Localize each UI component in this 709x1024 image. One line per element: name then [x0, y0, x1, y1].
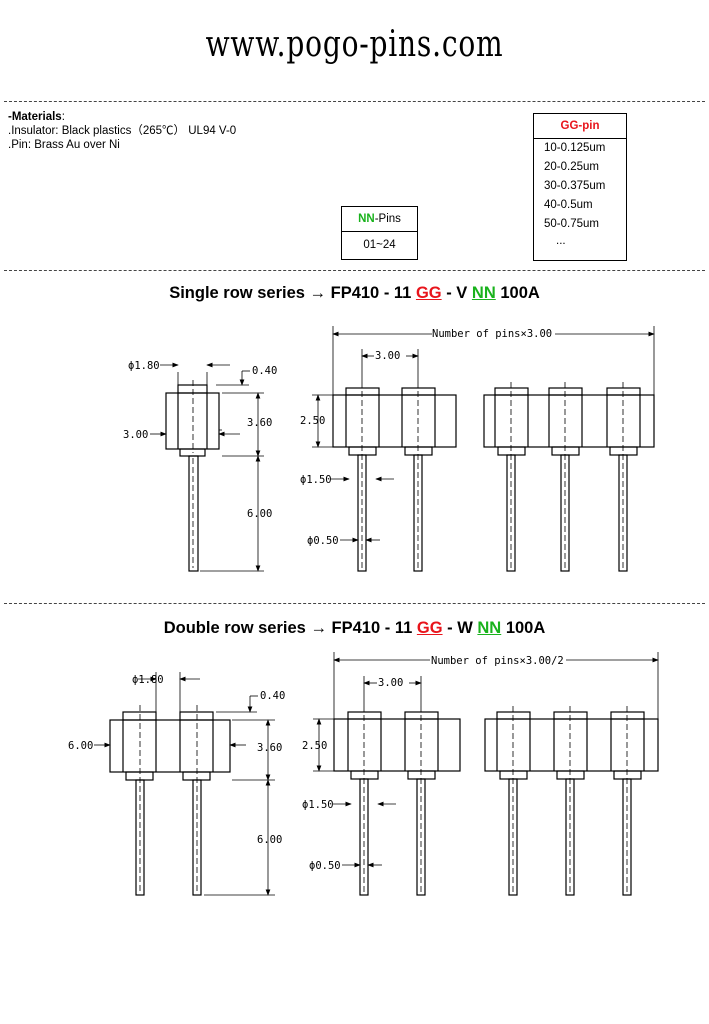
gg-row: 30-0.375um	[544, 180, 606, 192]
pin-3	[494, 387, 529, 572]
pin-1	[345, 387, 380, 572]
double-side-dimensions	[94, 672, 275, 896]
dim-0-40: 0.40	[260, 690, 285, 702]
gg-row: 50-0.75um	[544, 218, 599, 230]
nn-code: NN	[471, 284, 496, 302]
double-front-dimensions	[313, 652, 659, 868]
dim-height-2-50: 2.50	[300, 415, 325, 427]
materials-insulator: .Insulator: Black plastics（265℃） UL94 V-…	[8, 125, 237, 137]
divider-lower	[4, 603, 705, 604]
gg-row: 20-0.25um	[544, 161, 599, 173]
materials-block: -Materials: .Insulator: Black plastics（2…	[8, 110, 236, 152]
double-row-label: Double row series	[163, 619, 306, 637]
dim-0-40: 0.40	[252, 365, 277, 377]
double-row-side-view	[109, 705, 231, 896]
pin-3	[496, 711, 531, 896]
single-side-dimensions	[150, 362, 264, 572]
double-row-front-view	[333, 706, 659, 896]
part-number-style: - V	[446, 284, 468, 302]
website-title: www.pogo-pins.com	[205, 24, 504, 65]
gg-row: ...	[556, 235, 566, 247]
nn-table-title: NN-Pins	[342, 207, 417, 232]
materials-pin: .Pin: Brass Au over Ni	[8, 139, 120, 151]
pin-5	[606, 387, 641, 572]
single-row-front-view	[332, 382, 655, 572]
dim-3-60: 3.60	[257, 742, 282, 754]
part-number-suffix: 100A	[500, 284, 540, 302]
nn-table-value: 01~24	[363, 239, 396, 251]
pin-2	[401, 387, 436, 572]
dim-3-60: 3.60	[247, 417, 272, 429]
gg-row: 40-0.5um	[544, 199, 593, 211]
gg-plating-table: GG-pin 10-0.125um 20-0.25um 30-0.375um 4…	[533, 113, 627, 261]
divider-middle	[4, 270, 705, 271]
single-row-side-view	[165, 380, 220, 572]
dim-6-00: 6.00	[247, 508, 272, 520]
part-number-style: - W	[447, 619, 473, 637]
pin-5	[610, 711, 645, 896]
single-row-label: Single row series	[169, 284, 305, 302]
single-row-heading: Single row series → FP410 - 11 GG - V NN…	[0, 284, 709, 303]
nn-code: NN	[358, 213, 375, 225]
dim-pitch-3-00: 3.00	[378, 677, 403, 689]
dim-diameter-1-50: ϕ1.50	[300, 474, 332, 486]
dim-diameter-1-80: ϕ1.80	[132, 674, 164, 686]
materials-heading-colon: :	[61, 111, 65, 123]
nn-code: NN	[477, 619, 502, 637]
gg-code: GG	[415, 284, 442, 302]
part-number-prefix: FP410 - 11	[330, 284, 412, 302]
nn-title-rest: -Pins	[374, 213, 401, 225]
part-number-prefix: FP410 - 11	[331, 619, 413, 637]
dim-diameter-1-80: ϕ1.80	[128, 360, 160, 372]
pin-4	[548, 387, 583, 572]
divider-top	[4, 101, 705, 102]
materials-heading: -Materials	[8, 111, 62, 123]
dim-6-00: 6.00	[257, 834, 282, 846]
gg-code: GG	[416, 619, 443, 637]
dim-height-2-50: 2.50	[302, 740, 327, 752]
pin-1	[347, 711, 382, 896]
arrow-icon: →	[309, 284, 327, 302]
dim-total-length: Number of pins×3.00	[432, 328, 552, 340]
dim-width-6-00: 6.00	[68, 740, 93, 752]
pin-2	[404, 711, 439, 896]
dim-diameter-0-50: ϕ0.50	[307, 535, 339, 547]
dim-width-3-00: 3.00	[123, 429, 148, 441]
dim-pitch-3-00: 3.00	[375, 350, 400, 362]
nn-pins-table: NN-Pins 01~24	[341, 206, 418, 260]
dim-total-length: Number of pins×3.00/2	[431, 655, 564, 667]
dim-diameter-0-50: ϕ0.50	[309, 860, 341, 872]
pin-4	[553, 711, 588, 896]
gg-table-title: GG-pin	[534, 114, 626, 139]
part-number-suffix: 100A	[505, 619, 546, 637]
gg-row: 10-0.125um	[544, 142, 606, 154]
dim-diameter-1-50: ϕ1.50	[302, 799, 334, 811]
double-row-heading: Double row series → FP410 - 11 GG - W NN…	[0, 619, 709, 638]
single-front-dimensions	[312, 326, 655, 543]
arrow-icon: →	[310, 619, 327, 637]
